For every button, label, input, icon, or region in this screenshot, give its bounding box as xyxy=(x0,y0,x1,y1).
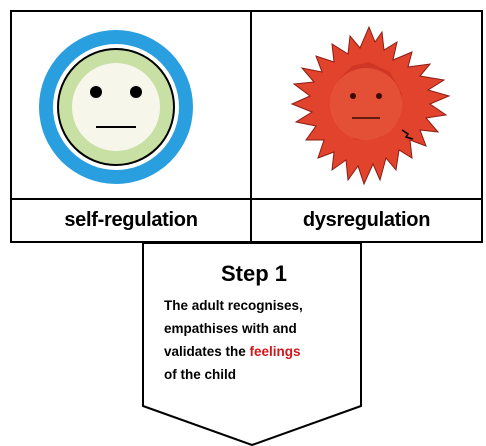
dysregulation-label-cell: dysregulation xyxy=(252,200,481,241)
step-line-1: The adult recognises, xyxy=(164,298,303,313)
regulation-comparison-grid: self-regulation dysregulation xyxy=(10,10,483,243)
self-regulation-image-cell xyxy=(12,12,252,200)
step-line-3-prefix: validates the xyxy=(164,344,250,359)
spiky-red-face-icon xyxy=(290,25,451,186)
step-line-4: of the child xyxy=(164,367,236,382)
step-description: The adult recognises, empathises with an… xyxy=(164,294,344,386)
calm-face-icon xyxy=(39,30,193,184)
feelings-highlight: feelings xyxy=(249,344,301,359)
step-1-box: Step 1 The adult recognises, empathises … xyxy=(142,243,362,446)
step-line-3: validates the feelings xyxy=(164,340,344,363)
step-line-2: empathises with and xyxy=(164,321,297,336)
step-title: Step 1 xyxy=(220,261,288,286)
step-arrow-shape xyxy=(142,243,362,446)
self-regulation-label-cell: self-regulation xyxy=(12,200,252,241)
dysregulation-image-cell xyxy=(252,12,481,200)
self-regulation-label: self-regulation xyxy=(64,209,198,231)
step-content: Step 1 The adult recognises, empathises … xyxy=(164,261,344,386)
dysregulation-label: dysregulation xyxy=(302,209,431,231)
